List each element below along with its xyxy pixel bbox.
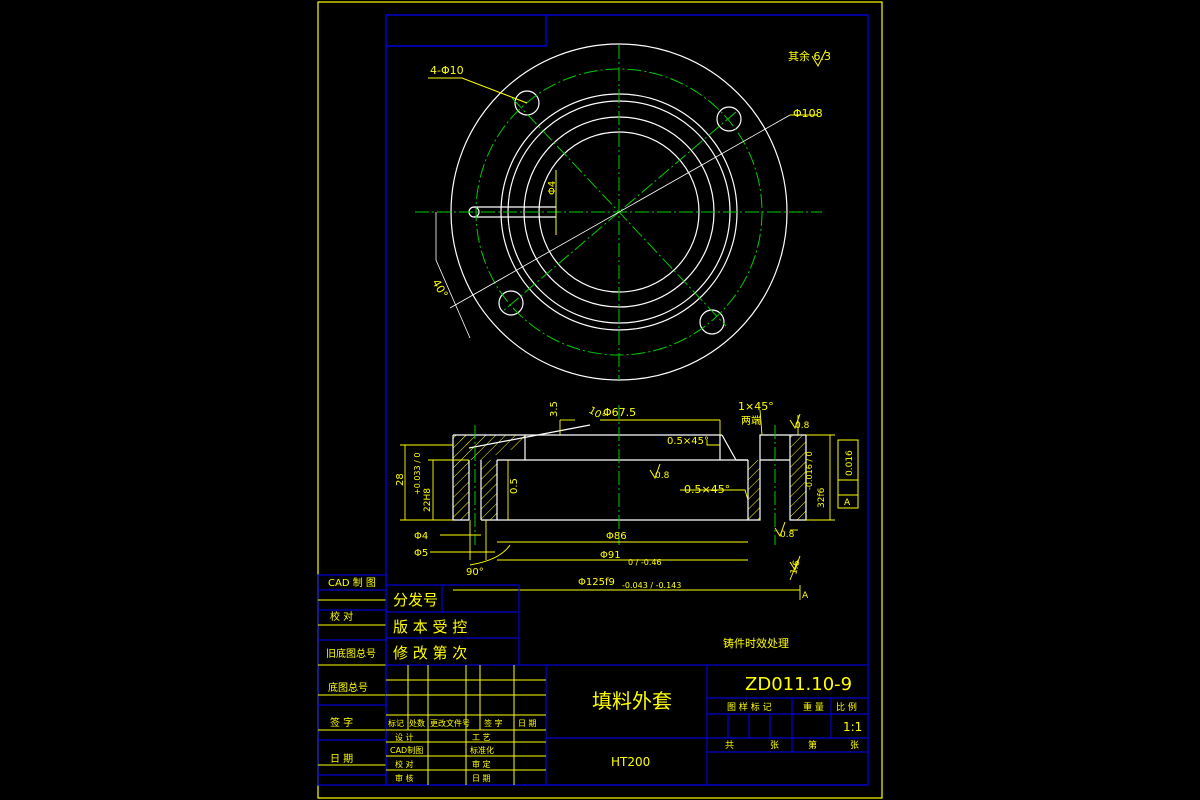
part-name: 填料外套 [592, 689, 672, 713]
left-strip: CAD 制 图 校 对 旧底图总号 底图总号 签 字 日 期 [317, 574, 387, 786]
title-block: 填料外套 HT200 ZD011.10-9 图 样 标 记 重 量 比 例 1:… [385, 664, 869, 786]
sign-process: 工 艺 [472, 733, 491, 742]
height-22h8-tol: +0.033 / 0 [413, 453, 422, 495]
header-weight: 重 量 [803, 701, 824, 713]
sign-approve: 审 定 [472, 759, 491, 769]
holes-label: 4-Φ10 [430, 64, 464, 77]
chamfer-note-1b: 两端 [741, 414, 761, 427]
sheet-unit: 张 [770, 740, 779, 751]
rev-file: 更改文件号 [430, 718, 470, 728]
flatness-value: 0.016 [845, 450, 855, 476]
strip-date: 日 期 [330, 753, 353, 765]
dist-no: 分发号 [393, 591, 438, 609]
chamfer-mid: 0.5×45° [684, 483, 730, 496]
revision-no: 修 改 第 次 [393, 644, 467, 662]
sign-check: 校 对 [395, 759, 414, 769]
small-hole-label: Φ4 [547, 181, 558, 195]
sign-audit: 审 核 [395, 773, 414, 783]
roughness-note: 其余 6.3 [788, 49, 831, 68]
section-view: 1×45° 两端 3.5 10° Φ67.5 0.5×45° 0.5×45° 0… [395, 400, 859, 601]
dia-125: Φ125f9 [578, 577, 615, 588]
dia-4: Φ4 [414, 531, 428, 542]
material: HT200 [611, 755, 650, 769]
dim-0-5: 0.5 [509, 478, 520, 494]
scale-value: 1:1 [843, 720, 862, 734]
bolt-hole-2 [716, 106, 742, 132]
bolt-hole-4 [699, 309, 725, 335]
dia-125-tol: -0.043 / -0.143 [622, 581, 681, 590]
outer-dia-label: Φ108 [793, 107, 823, 120]
sign-design: 设 计 [395, 732, 414, 742]
dia-91: Φ91 [600, 550, 621, 561]
angle-label: 40° [429, 277, 450, 300]
strip-cad: CAD 制 图 [328, 576, 376, 589]
angle-90: 90° [466, 567, 484, 578]
chamfer-note-1: 1×45° [738, 400, 774, 413]
sign-date: 日 期 [472, 774, 491, 783]
roughness-b: 0.8 [795, 421, 810, 431]
rev-count: 处数 [409, 718, 425, 728]
height-22h8: 22H8 [423, 488, 433, 512]
strip-sign: 签 字 [330, 716, 353, 729]
roughness-a: 0.8 [655, 471, 670, 481]
dia-67-5: Φ67.5 [603, 406, 636, 419]
control-table: 分发号 版 本 受 控 修 改 第 次 [385, 584, 520, 666]
chamfer-top: 0.5×45° [667, 436, 709, 447]
datum-ref: A [802, 591, 809, 601]
dia-91-tol: 0 / -0.46 [628, 558, 662, 567]
strip-old-base: 旧底图总号 [326, 647, 376, 660]
height-32f6-tol: -0.016 / 0 [805, 451, 814, 490]
rev-mark: 标记 [388, 718, 404, 728]
rev-sign: 签 字 [484, 718, 503, 728]
sign-standard: 标准化 [470, 745, 494, 755]
top-view: 4-Φ10 Φ108 Φ4 40° [415, 43, 823, 381]
height-28: 28 [395, 473, 406, 486]
strip-check: 校 对 [330, 610, 353, 623]
heat-treatment-note: 铸件时效处理 [723, 636, 789, 650]
rev-date: 日 期 [518, 719, 537, 728]
svg-text:其余 6.3: 其余 6.3 [788, 49, 831, 63]
roughness-1-6: 1.6 [789, 559, 802, 576]
header-scale: 比 例 [836, 701, 857, 713]
strip-base: 底图总号 [328, 681, 368, 694]
sheet-unit-2: 张 [850, 740, 859, 751]
version-control: 版 本 受 控 [393, 618, 467, 636]
dia-86: Φ86 [606, 531, 627, 542]
sheet-no: 第 [808, 739, 817, 751]
height-32f6: 32f6 [817, 487, 827, 508]
bolt-hole-3 [498, 290, 524, 316]
sheet-total: 共 [725, 740, 734, 751]
dia-5: Φ5 [414, 548, 428, 559]
dim-3-5: 3.5 [549, 401, 560, 417]
drawing-number: ZD011.10-9 [745, 674, 852, 695]
bolt-hole-1 [514, 90, 540, 116]
datum-a-frame: A [844, 498, 851, 508]
header-marks: 图 样 标 记 [727, 701, 772, 713]
sign-cad: CAD制图 [390, 745, 423, 755]
roughness-c: 0.8 [780, 530, 795, 540]
